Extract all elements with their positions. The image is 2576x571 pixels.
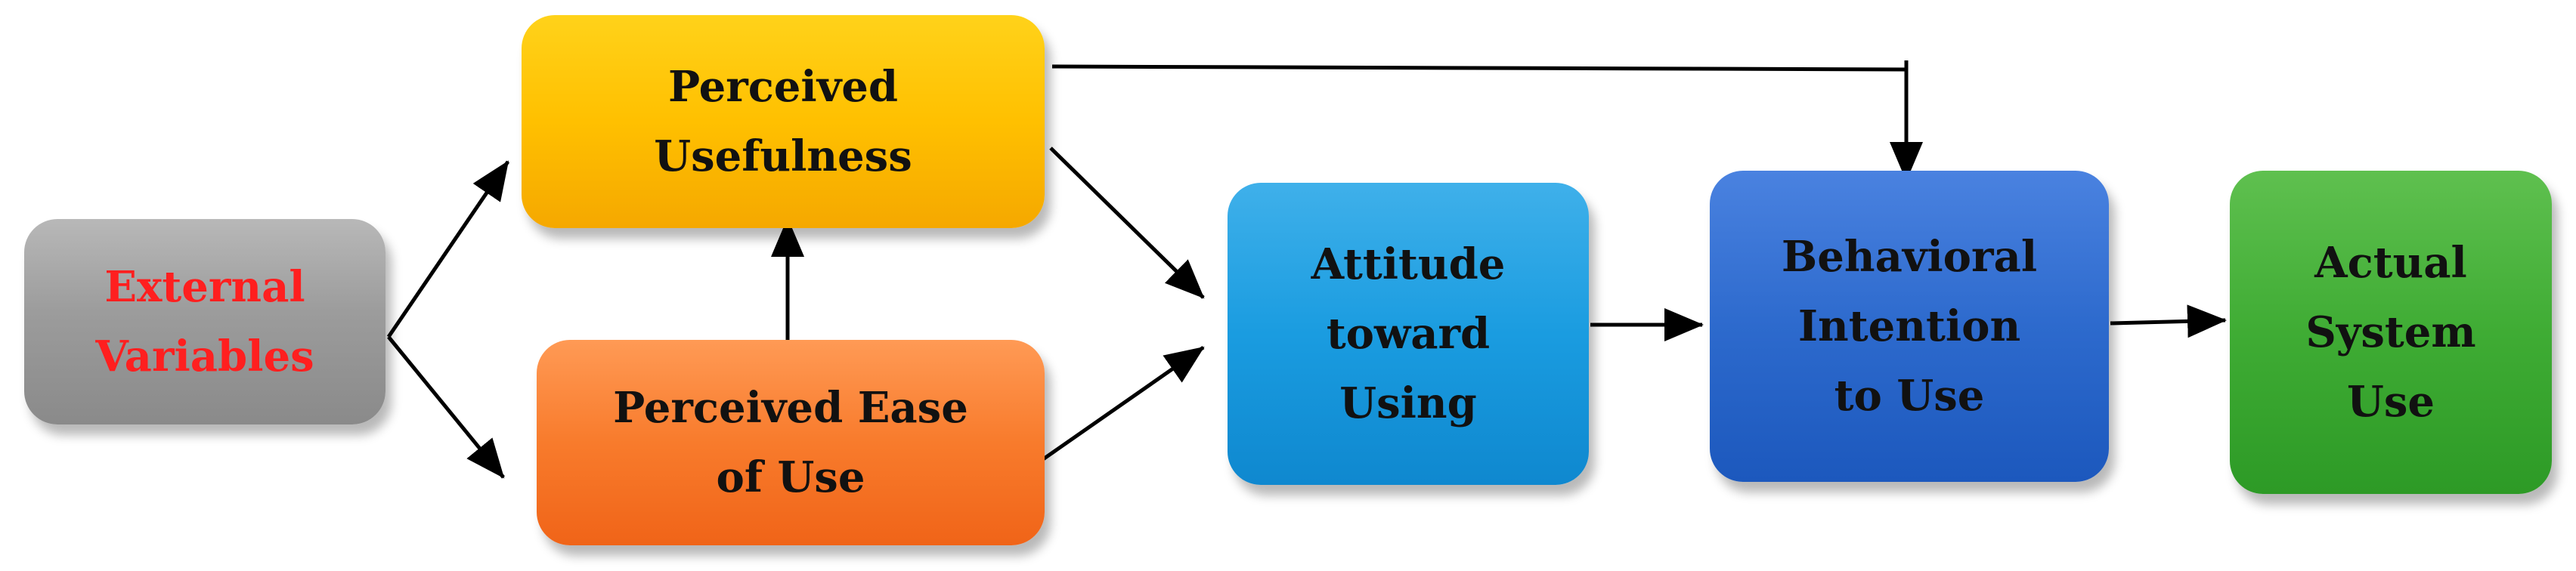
- node-external-variables-label: External Variables: [95, 262, 314, 381]
- arrow-bi-to-actual: [2110, 304, 2227, 338]
- node-attitude-toward-using-label: Attitude toward Using: [1311, 239, 1506, 428]
- node-actual-system-use: Actual System Use: [2230, 171, 2552, 494]
- node-actual-system-use-label: Actual System Use: [2305, 238, 2476, 427]
- arrow-peou-to-attitude: [1042, 345, 1205, 461]
- node-perceived-ease-of-use: Perceived Ease of Use: [537, 340, 1045, 545]
- node-behavioral-intention: Behavioral Intention to Use: [1710, 171, 2109, 482]
- node-external-variables: External Variables: [24, 219, 385, 424]
- node-perceived-usefulness: Perceived Usefulness: [522, 15, 1045, 228]
- node-attitude-toward-using: Attitude toward Using: [1228, 183, 1589, 485]
- arrow-external-to-peou: [387, 335, 505, 479]
- arrow-external-to-pu: [386, 160, 510, 338]
- node-behavioral-intention-label: Behavioral Intention to Use: [1781, 232, 2038, 421]
- node-perceived-usefulness-label: Perceived Usefulness: [654, 62, 912, 181]
- arrow-pu-to-attitude: [1049, 147, 1205, 299]
- node-perceived-ease-of-use-label: Perceived Ease of Use: [613, 383, 968, 502]
- arrow-pu-to-bi: [1051, 64, 1923, 181]
